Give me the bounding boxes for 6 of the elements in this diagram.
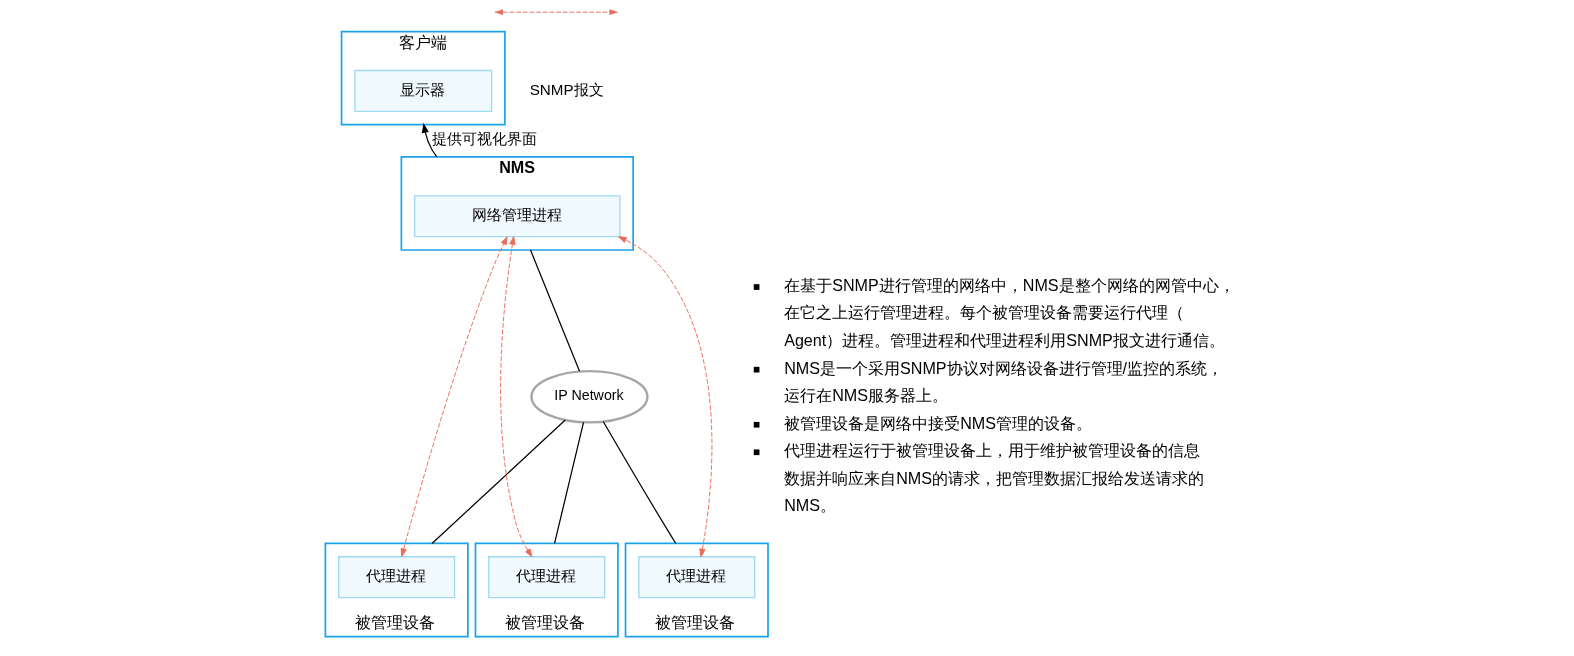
label: NMS是一个采用SNMP协议对网络设备进行管理/监控的系统，运行在NMS服务器上。: [784, 358, 1224, 405]
label: 被管理设备是网络中接受NMS管理的设备。: [784, 413, 1092, 432]
legend-label: SNMP报文: [529, 80, 604, 98]
edge-label: 提供可视化界面: [431, 130, 537, 148]
label: 代理进程运行于被管理设备上，用于维护被管理设备的信息数据并响应来自NMS的请求，把管理数据汇报给发送请求的NMS。: [784, 441, 1204, 515]
label: 在基于SNMP进行管理的网络中，NMS是整个网络的网管中心，在它之上运行管理进程。每个被管理设备需要运行代理（Agent）进程。管理进程和代理进程利用SNMP报文进行通信。: [784, 275, 1235, 350]
